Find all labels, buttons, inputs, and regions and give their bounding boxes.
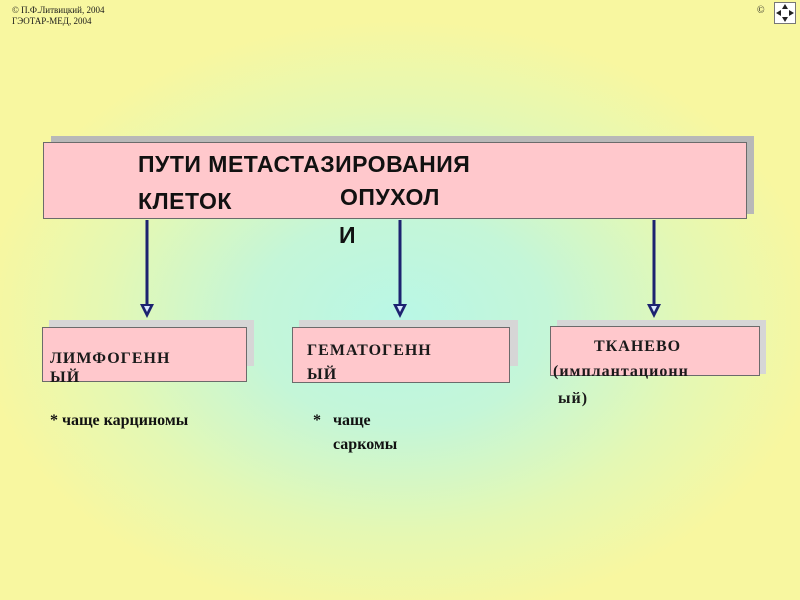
hematogenous-box: ГЕМАТОГЕНН ЫЙ xyxy=(292,327,510,383)
hematogenous-note: чаще саркомы xyxy=(333,409,397,457)
lymphogenous-label-1: ЛИМФОГЕНН xyxy=(50,350,171,367)
arrow-lymphogenous xyxy=(140,220,154,318)
hematogenous-note-line-1: чаще xyxy=(333,412,371,429)
arrow-hematogenous xyxy=(393,220,407,318)
lymphogenous-label-2: ЫЙ xyxy=(50,369,81,386)
note-star: * xyxy=(50,412,58,429)
title-line-2-b: ОПУХОЛ xyxy=(340,184,440,210)
title-box: ПУТИ МЕТАСТАЗИРОВАНИЯ КЛЕТОК ОПУХОЛ xyxy=(43,142,747,219)
copyright-text: © П.Ф.Литвицкий, 2004 ГЭОТАР-МЕД, 2004 xyxy=(12,5,104,27)
hematogenous-label-2: ЫЙ xyxy=(307,366,338,383)
lymphogenous-box: ЛИМФОГЕНН ЫЙ xyxy=(42,327,247,386)
hematogenous-note-line-2: саркомы xyxy=(333,436,398,453)
lymphogenous-note: * чаще карциномы xyxy=(50,409,188,433)
lymphogenous-note-text: чаще карциномы xyxy=(62,412,189,429)
title-line-1: ПУТИ МЕТАСТАЗИРОВАНИЯ xyxy=(138,151,471,177)
title-line-2-a: КЛЕТОК xyxy=(138,188,232,214)
tissue-label-2: (имплантационн xyxy=(553,363,689,380)
copyright-symbol-right: © xyxy=(757,5,765,16)
hematogenous-label-1: ГЕМАТОГЕНН xyxy=(307,342,432,359)
copyright-line-1: © П.Ф.Литвицкий, 2004 xyxy=(12,5,105,15)
tissue-box: ТКАНЕВО (имплантационн xyxy=(550,326,760,380)
tissue-label-3: ый) xyxy=(558,390,589,407)
tissue-label-1: ТКАНЕВО xyxy=(594,338,682,355)
title-line-3: И xyxy=(339,222,357,248)
move-arrows-icon[interactable] xyxy=(774,2,796,24)
copyright-line-2: ГЭОТАР-МЕД, 2004 xyxy=(12,16,92,26)
arrow-tissue xyxy=(647,220,661,318)
hematogenous-note-star: * xyxy=(313,412,321,429)
